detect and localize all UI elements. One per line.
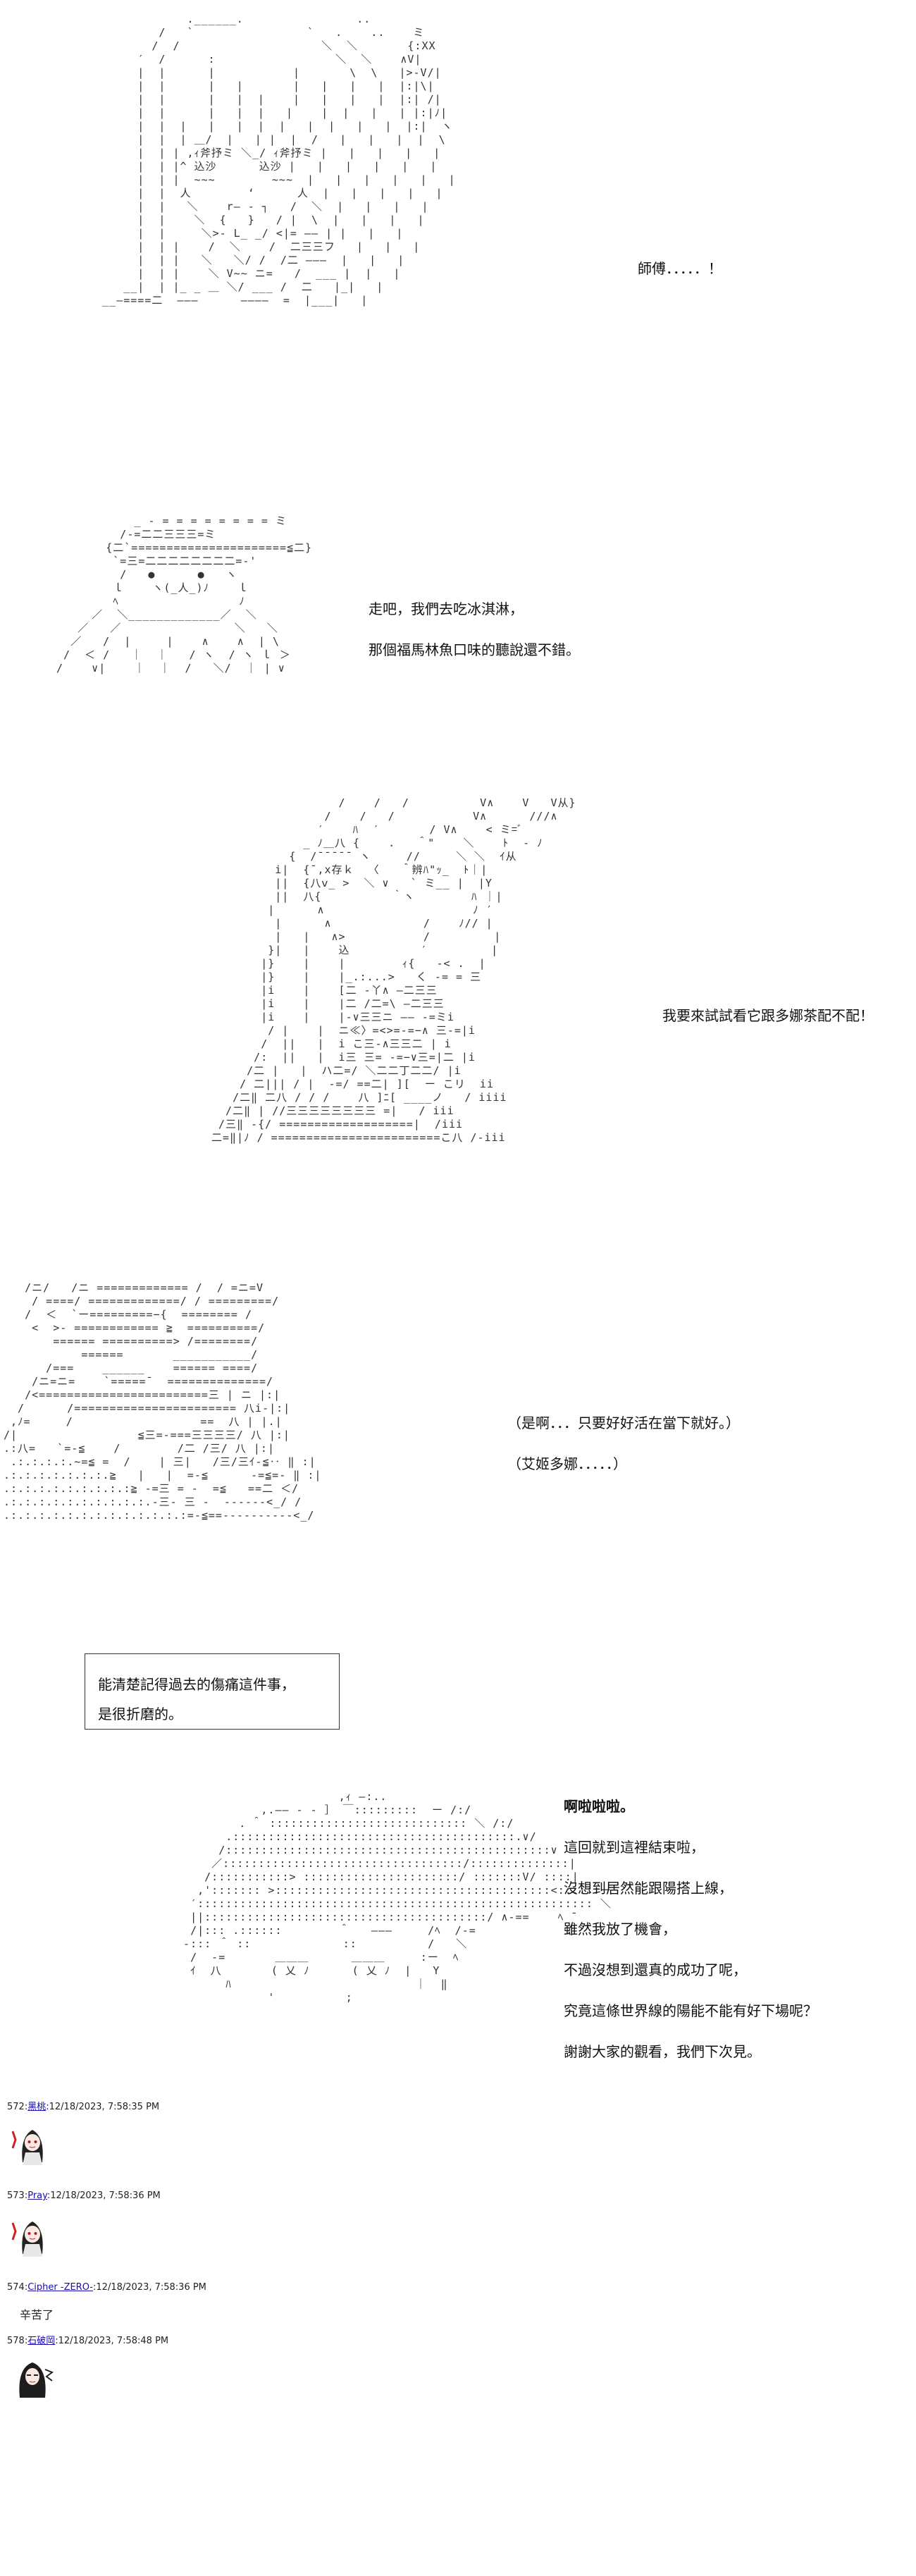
comment-number: 573 bbox=[7, 2190, 25, 2201]
ascii-art-panel-5: ,ｨ ―:.. ,.―― ‐ ‐ ］ ￣::::::::: ー /:/ ．＾ :… bbox=[183, 1790, 612, 2004]
comment-date: 12/18/2023, 7:58:36 PM bbox=[96, 2282, 206, 2293]
dialogue-panel-2: 走吧，我們去吃冰淇淋， 那個福馬林魚口味的聽說還不錯。 bbox=[369, 588, 580, 670]
comment-date: 12/18/2023, 7:58:35 PM bbox=[49, 2102, 160, 2112]
girl-sticker-icon bbox=[10, 2121, 55, 2167]
comment-date: 12/18/2023, 7:58:48 PM bbox=[58, 2336, 169, 2346]
comment-number: 578 bbox=[7, 2336, 25, 2346]
dialogue-line: 不過沒想到還真的成功了呢， bbox=[564, 1961, 747, 1978]
comment-text: 辛苦了 bbox=[20, 2308, 54, 2322]
ascii-art-panel-1: .______. .. / ` ` . .. ミ / / ＼ ＼ {:XX ′ … bbox=[102, 13, 456, 307]
ascii-art-panel-4: /ニ/ /ニ ============= / / =ニ=V / ====/ ==… bbox=[4, 1281, 322, 1522]
narration-box: 能清楚記得過去的傷痛這件事， 是很折磨的。 bbox=[85, 1653, 340, 1730]
girl-sticker-icon bbox=[10, 2213, 55, 2258]
comment-item: 578:石破岡:12/18/2023, 7:58:48 PM bbox=[7, 2333, 168, 2346]
dialogue-line: 沒想到居然能跟陽搭上線， bbox=[564, 1880, 733, 1897]
comment-number: 572 bbox=[7, 2102, 25, 2112]
comment-item: 572:黑桃:12/18/2023, 7:58:35 PM bbox=[7, 2099, 159, 2112]
comment-header: 572:黑桃:12/18/2023, 7:58:35 PM bbox=[7, 2102, 160, 2112]
dialogue-line: （是啊．．．只要好好活在當下就好。） bbox=[507, 1415, 740, 1431]
narration-line: 能清楚記得過去的傷痛這件事， bbox=[98, 1676, 295, 1693]
girl-sticker-icon bbox=[10, 2355, 55, 2401]
comment-author-link[interactable]: 黑桃 bbox=[27, 2102, 47, 2112]
comment-author-link[interactable]: Pray bbox=[27, 2190, 47, 2201]
comment-date: 12/18/2023, 7:58:36 PM bbox=[50, 2190, 161, 2201]
dialogue-line: 這回就到這裡結束啦， bbox=[564, 1839, 705, 1856]
comment-author-link[interactable]: 石破岡 bbox=[27, 2336, 56, 2346]
dialogue-line: 謝謝大家的觀看，我們下次見。 bbox=[564, 2043, 761, 2060]
ascii-art-panel-3: / / / V∧ V V从} / / / V∧ ///∧ ′ ﾊ ′ / V∧ … bbox=[211, 796, 576, 1144]
dialogue-line: 我要來試試看它跟多娜茶配不配！ bbox=[662, 1007, 874, 1024]
comment-header: 574:Cipher -ZERO-:12/18/2023, 7:58:36 PM bbox=[7, 2282, 206, 2293]
dialogue-line: 走吧，我們去吃冰淇淋， bbox=[369, 600, 524, 617]
comment-header: 573:Pray:12/18/2023, 7:58:36 PM bbox=[7, 2190, 161, 2201]
dialogue-line: 究竟這條世界線的陽能不能有好下場呢？ bbox=[564, 2002, 817, 2019]
comment-author-link[interactable]: Cipher -ZERO- bbox=[27, 2282, 94, 2293]
dialogue-panel-5: 啊啦啦啦。這回就到這裡結束啦， 沒想到居然能跟陽搭上線， 雖然我放了機會， 不過沒想到… bbox=[564, 1786, 817, 2072]
ascii-art-panel-2: _ - = = = = = = = = ミ /-=二二三三三=ミ {二`====… bbox=[56, 514, 313, 674]
comment-item: 573:Pray:12/18/2023, 7:58:36 PM bbox=[7, 2190, 161, 2201]
narration-line: 是很折磨的。 bbox=[98, 1706, 182, 1723]
dialogue-panel-3: 我要來試試看它跟多娜茶配不配！ bbox=[662, 995, 874, 1036]
comment-item: 574:Cipher -ZERO-:12/18/2023, 7:58:36 PM… bbox=[7, 2282, 206, 2322]
dialogue-line: 師傅．．．．．！ bbox=[638, 260, 722, 277]
comment-header: 578:石破岡:12/18/2023, 7:58:48 PM bbox=[7, 2336, 169, 2346]
dialogue-panel-4: （是啊．．．只要好好活在當下就好。） （艾姬多娜．．．．．） bbox=[507, 1403, 740, 1484]
dialogue-line: 啊啦啦啦。 bbox=[564, 1798, 634, 1815]
dialogue-line: 那個福馬林魚口味的聽說還不錯。 bbox=[369, 641, 580, 658]
dialogue-line: 雖然我放了機會， bbox=[564, 1921, 676, 1937]
dialogue-line: （艾姬多娜．．．．．） bbox=[507, 1455, 627, 1472]
dialogue-panel-1: 師傅．．．．．！ bbox=[638, 248, 722, 289]
comment-number: 574 bbox=[7, 2282, 25, 2293]
